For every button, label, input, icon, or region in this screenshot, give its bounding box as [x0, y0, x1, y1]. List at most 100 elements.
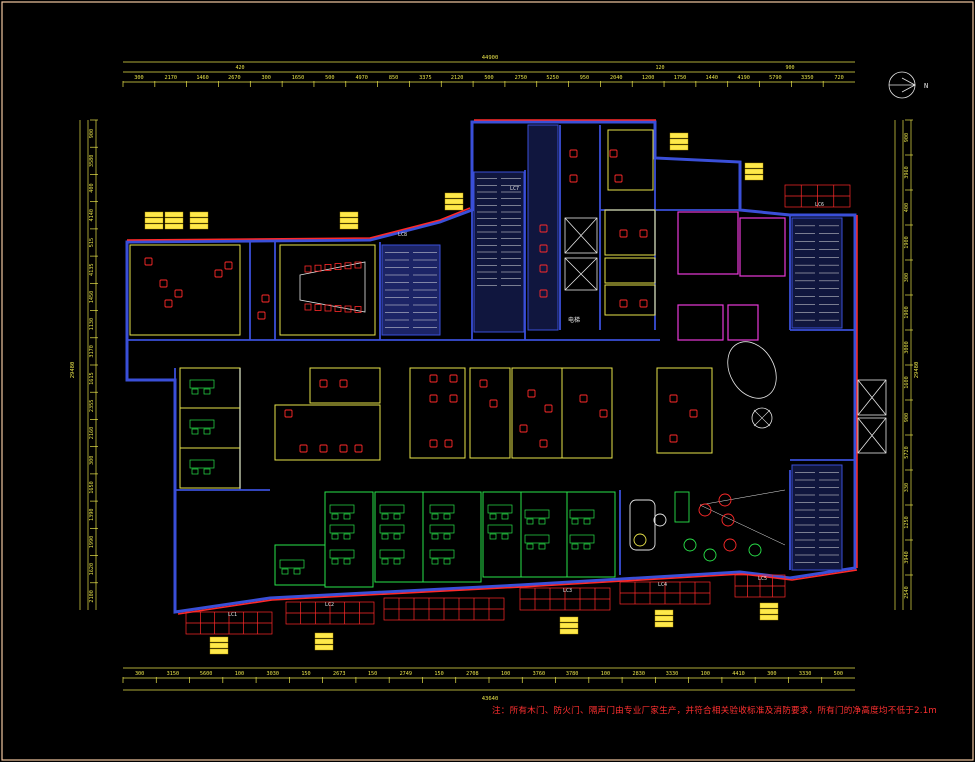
left-dimension-value: 1650: [89, 481, 95, 494]
room-tag-label: LC6: [815, 202, 824, 208]
office-partitions: [129, 129, 713, 489]
north-arrow: N: [888, 71, 928, 99]
right-dimension-value: 400: [904, 203, 910, 212]
reception-area: [699, 341, 786, 546]
stair-treads: [385, 178, 839, 563]
left-dimension-value: 1450: [89, 291, 95, 304]
bottom-dimension-value: 2830: [632, 671, 645, 677]
bottom-dimension-value: 3150: [167, 671, 180, 677]
left-dimension-value: 4135: [89, 263, 95, 276]
left-dimension-value: 2355: [89, 400, 95, 413]
bottom-dimension-value: 150: [368, 671, 377, 677]
top-dimension-value: 2120: [451, 75, 464, 81]
bottom-dimension-value: 100: [701, 671, 710, 677]
desk-grid: [189, 379, 595, 575]
north-label: N: [924, 82, 928, 90]
left-dimension-value: 515: [89, 238, 95, 247]
top-dimension-value: 5250: [546, 75, 559, 81]
left-total-dimension: 29480: [70, 362, 76, 379]
room-tag-label: LC2: [325, 602, 334, 608]
bottom-dimension-value: 150: [434, 671, 443, 677]
right-dimension-value: 1900: [904, 236, 910, 249]
left-dimension-value: 900: [89, 129, 95, 138]
left-dimension-value: 1990: [89, 536, 95, 549]
right-dimension-value: 300: [904, 273, 910, 282]
right-dimension-value: 900: [904, 133, 910, 142]
left-dimension-value: 1130: [89, 318, 95, 331]
right-dimension-value: 900: [904, 413, 910, 422]
top-dimension-value: 1440: [706, 75, 719, 81]
left-dimension-value: 2100: [89, 590, 95, 603]
outer-walls: [125, 120, 857, 614]
lift-label: 电梯: [568, 316, 580, 324]
stair-core-center: [473, 124, 559, 333]
top-sub-dimension-left: 420: [235, 65, 244, 71]
right-dimension-value: 1900: [904, 306, 910, 319]
right-dimension-value: 330: [904, 483, 910, 492]
right-dimension-value: 3960: [904, 166, 910, 179]
room-tag-label: LC4: [658, 582, 667, 588]
room-tag-label: LC3: [563, 588, 572, 594]
top-dimension-value: 850: [389, 75, 398, 81]
right-dimension-value: 1600: [904, 376, 910, 389]
bottom-dimension-value: 3330: [799, 671, 812, 677]
right-dimension-value: 3940: [904, 551, 910, 564]
left-dimension-value: 3580: [89, 155, 95, 168]
right-dimension-value: 5720: [904, 446, 910, 459]
left-dimension-value: 2160: [89, 427, 95, 440]
bottom-dimension-value: 2708: [466, 671, 479, 677]
top-total-dimension: 44900: [482, 55, 499, 61]
top-dimension-value: 1750: [674, 75, 687, 81]
bottom-dimension-value: 4410: [732, 671, 745, 677]
bottom-dimension-value: 2749: [400, 671, 413, 677]
room-tag-label: LC8: [398, 232, 407, 238]
top-dimension-value: 2670: [228, 75, 241, 81]
left-dimension-value: 1620: [89, 563, 95, 576]
top-dimension-value: 3375: [419, 75, 432, 81]
top-dimension-value: 300: [134, 75, 143, 81]
bottom-dimension-value: 3330: [666, 671, 679, 677]
top-dimension-value: 500: [484, 75, 493, 81]
top-dimension-value: 720: [834, 75, 843, 81]
facade-window-bays: [185, 184, 851, 635]
left-dimension-value: 4140: [89, 209, 95, 222]
top-dimension-value: 3350: [801, 75, 814, 81]
toilet-rooms: [677, 211, 786, 341]
construction-note: 注：所有木门、防火门、隔声门由专业厂家生产，并符合相关验收标准及消防要求，所有门…: [492, 706, 937, 716]
bottom-dimension-value: 3760: [533, 671, 546, 677]
top-dimension-value: 2170: [164, 75, 177, 81]
stair-core-right: [791, 217, 843, 571]
bottom-dimension-value: 150: [301, 671, 310, 677]
top-dimension-value: 2750: [515, 75, 528, 81]
bottom-dimension-value: 100: [601, 671, 610, 677]
left-dimension-value: 1390: [89, 508, 95, 521]
top-dimension-value: 500: [325, 75, 334, 81]
top-dimension-value: 950: [580, 75, 589, 81]
info-tags: [144, 132, 779, 655]
right-total-dimension: 29480: [914, 362, 920, 379]
top-dimension-value: 1460: [196, 75, 209, 81]
top-sub-dimension-right: 900: [785, 65, 794, 71]
bottom-dimension-value: 100: [235, 671, 244, 677]
left-dimension-value: 300: [89, 456, 95, 465]
exterior-glazing: [126, 119, 858, 615]
room-tag-label: LC5: [758, 576, 767, 582]
left-dimension-value: 3170: [89, 345, 95, 358]
top-dimension-value: 1650: [292, 75, 305, 81]
office-chairs: [144, 149, 698, 453]
left-dimension-value: 400: [89, 183, 95, 192]
workstation-pods: [274, 491, 616, 588]
bottom-dimension-value: 2673: [333, 671, 346, 677]
room-tag-label: LC1: [228, 612, 237, 618]
elevators: [564, 217, 887, 454]
lounge-seating: [629, 491, 762, 562]
bottom-dimension-value: 3780: [566, 671, 579, 677]
top-dimension-value: 300: [262, 75, 271, 81]
dimension-lines: [79, 61, 912, 691]
bottom-total-dimension: 43640: [482, 696, 499, 702]
right-dimension-value: 1250: [904, 516, 910, 529]
top-dimension-value: 4190: [737, 75, 750, 81]
